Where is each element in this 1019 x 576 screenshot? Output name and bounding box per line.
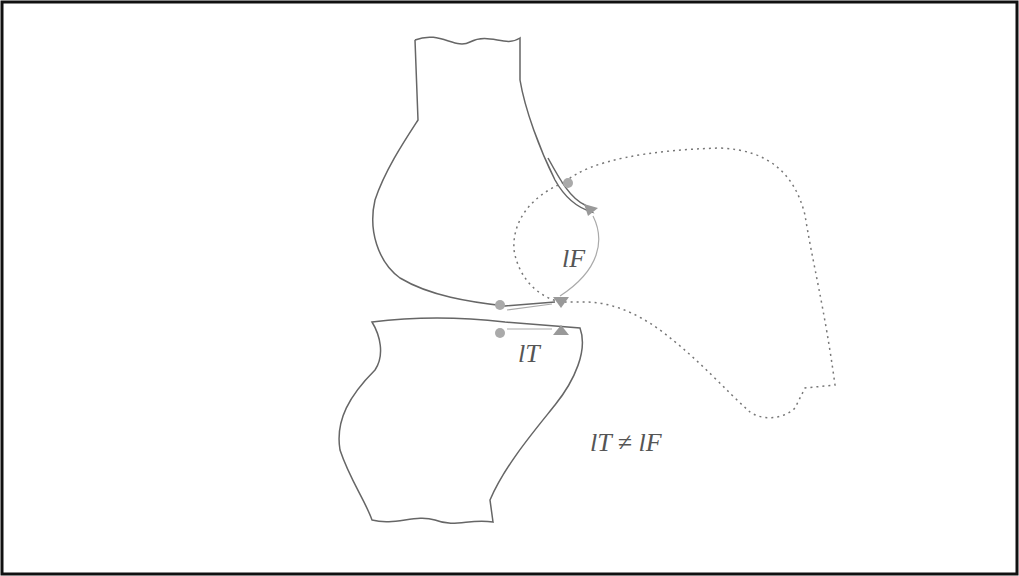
length-arrow xyxy=(507,328,552,329)
contact-triangle xyxy=(584,204,598,216)
contact-triangle xyxy=(553,297,569,308)
length-arrow xyxy=(507,304,552,310)
femur-outline xyxy=(373,40,555,306)
contact-circle xyxy=(495,328,505,338)
tibia-length-label: lT xyxy=(518,341,540,367)
contact-circle xyxy=(495,300,505,310)
femur-outline xyxy=(415,37,592,212)
tibia-outline xyxy=(339,318,582,523)
arc-length-arrow xyxy=(560,216,599,296)
contact-triangle xyxy=(553,325,569,335)
contact-circle xyxy=(563,178,573,188)
inequality-label: lT ≠ lF xyxy=(590,430,662,456)
femur-length-label: lF xyxy=(562,246,585,272)
flexed-femur-outline xyxy=(514,148,835,418)
